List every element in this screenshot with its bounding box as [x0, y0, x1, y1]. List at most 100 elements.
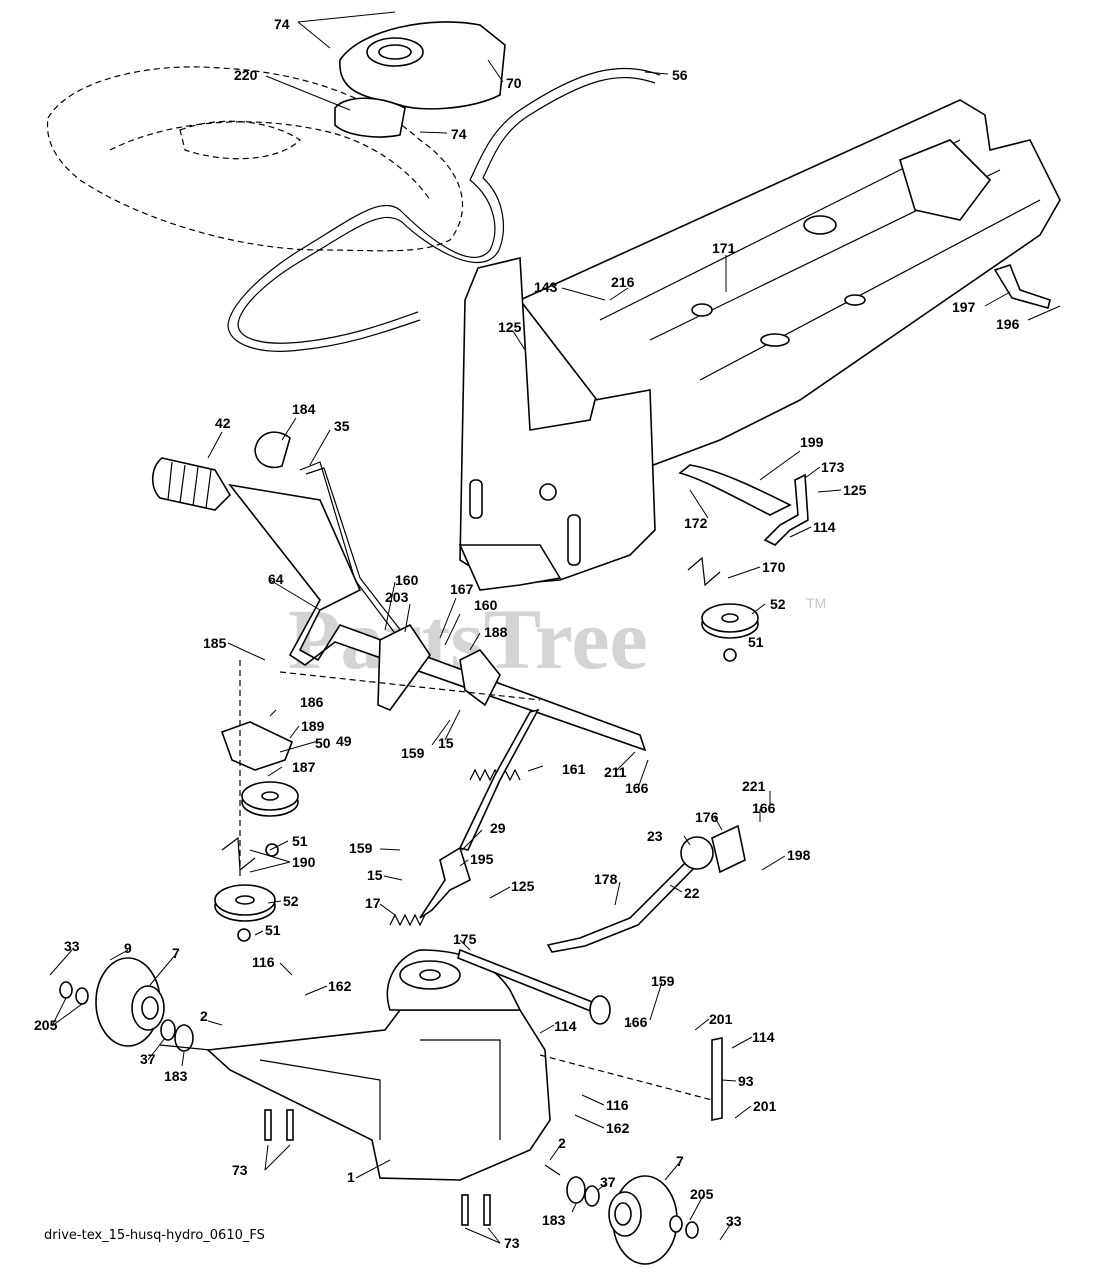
callout: 56 — [672, 67, 688, 83]
callout: 74 — [274, 16, 290, 32]
callout: 221 — [742, 778, 766, 794]
callout: 189 — [301, 718, 325, 734]
callout: 186 — [300, 694, 324, 710]
callout: 114 — [813, 519, 836, 535]
callout: 93 — [738, 1073, 754, 1089]
callout: 114 — [554, 1018, 577, 1034]
callout: 162 — [328, 978, 352, 994]
hub-left — [95, 957, 165, 1047]
callout: 203 — [385, 589, 409, 605]
callout: 201 — [709, 1011, 733, 1027]
body-panel — [46, 66, 464, 252]
callout: 114 — [752, 1029, 775, 1045]
callout: 33 — [64, 938, 80, 954]
callout: 162 — [606, 1120, 630, 1136]
pedal-grip — [151, 457, 232, 511]
callout: 166 — [752, 800, 776, 816]
callout: 74 — [451, 126, 467, 142]
bracket-173 — [763, 473, 809, 546]
callout: 187 — [292, 759, 316, 775]
callout: 172 — [684, 515, 708, 531]
bracket-203 — [377, 623, 431, 711]
callout: 42 — [215, 415, 231, 431]
nut-51-b — [265, 843, 279, 857]
callout: 211 — [604, 764, 627, 780]
washer-205-b — [75, 987, 89, 1005]
callout: 125 — [843, 482, 867, 498]
callout: 159 — [651, 973, 675, 989]
callout: 51 — [265, 922, 281, 938]
bearing-37-left — [160, 1019, 176, 1041]
callout: 205 — [34, 1017, 58, 1033]
spring-161 — [469, 768, 521, 782]
diagram-caption: drive-tex_15-husq-hydro_0610_FS — [44, 1228, 265, 1243]
callout: 73 — [232, 1162, 248, 1178]
callout: 116 — [252, 954, 275, 970]
callout: 22 — [684, 885, 700, 901]
drive-belt — [227, 67, 661, 352]
spring-170 — [687, 556, 721, 587]
callout: 116 — [606, 1097, 629, 1113]
callout: 9 — [124, 940, 132, 956]
callout: 216 — [611, 274, 635, 290]
callout: 166 — [625, 780, 649, 796]
callout: 166 — [624, 1014, 648, 1030]
callout: 160 — [474, 597, 498, 613]
lever-29 — [458, 708, 540, 851]
idler-arm — [220, 721, 294, 771]
callout: 73 — [504, 1235, 520, 1251]
hub-right — [608, 1175, 678, 1265]
callout: 15 — [438, 735, 454, 751]
collar-175 — [589, 995, 611, 1025]
callout: 29 — [490, 820, 506, 836]
watermark-trademark: TM — [806, 595, 826, 611]
plate-195 — [419, 846, 471, 919]
callout: 50 — [315, 735, 331, 751]
callout: 15 — [367, 867, 383, 883]
callout: 52 — [770, 596, 786, 612]
dashed-guide-3 — [539, 1054, 713, 1101]
callout: 183 — [164, 1068, 188, 1084]
callout: 185 — [203, 635, 227, 651]
rod-197 — [993, 264, 1051, 309]
lever-22 — [546, 856, 700, 953]
callout: 184 — [292, 401, 316, 417]
drive-belt-inner — [237, 77, 656, 344]
callout: 52 — [283, 893, 299, 909]
callout: 188 — [484, 624, 508, 640]
callout: 125 — [498, 319, 522, 335]
washer-205-a — [59, 981, 73, 999]
callout: 173 — [821, 459, 845, 475]
bolts-73-upper — [264, 1109, 294, 1141]
callout-leaders — [49, 11, 1061, 1244]
washer-205-d — [685, 1221, 699, 1239]
callout: 161 — [562, 761, 586, 777]
callout: 205 — [690, 1186, 714, 1202]
callout: 167 — [450, 581, 474, 597]
bracket-188 — [459, 648, 501, 707]
callout: 190 — [292, 854, 316, 870]
bracket-172 — [678, 464, 792, 516]
knob-23 — [680, 836, 714, 870]
callout: 23 — [647, 828, 663, 844]
callout: 159 — [349, 840, 373, 856]
callout: 201 — [753, 1098, 777, 1114]
callout: 2 — [200, 1008, 208, 1024]
callout: 64 — [268, 571, 284, 587]
callout: 70 — [506, 75, 522, 91]
dash-cover — [334, 21, 506, 138]
washer-205-c — [669, 1215, 683, 1233]
pulley-50 — [241, 781, 299, 817]
callout: 51 — [748, 634, 764, 650]
front-bracket — [458, 257, 656, 591]
pulley-52-upper — [701, 603, 759, 639]
nut-51-c — [237, 928, 251, 942]
spring-190 — [221, 836, 256, 872]
callout: 170 — [762, 559, 786, 575]
callout: 33 — [726, 1213, 742, 1229]
nut-51 — [723, 648, 737, 662]
dashed-guide-2 — [279, 671, 541, 701]
callout: 183 — [542, 1212, 566, 1228]
callout-labels: 74 220 70 56 74 171 143 216 125 197 196 … — [34, 16, 1020, 1251]
